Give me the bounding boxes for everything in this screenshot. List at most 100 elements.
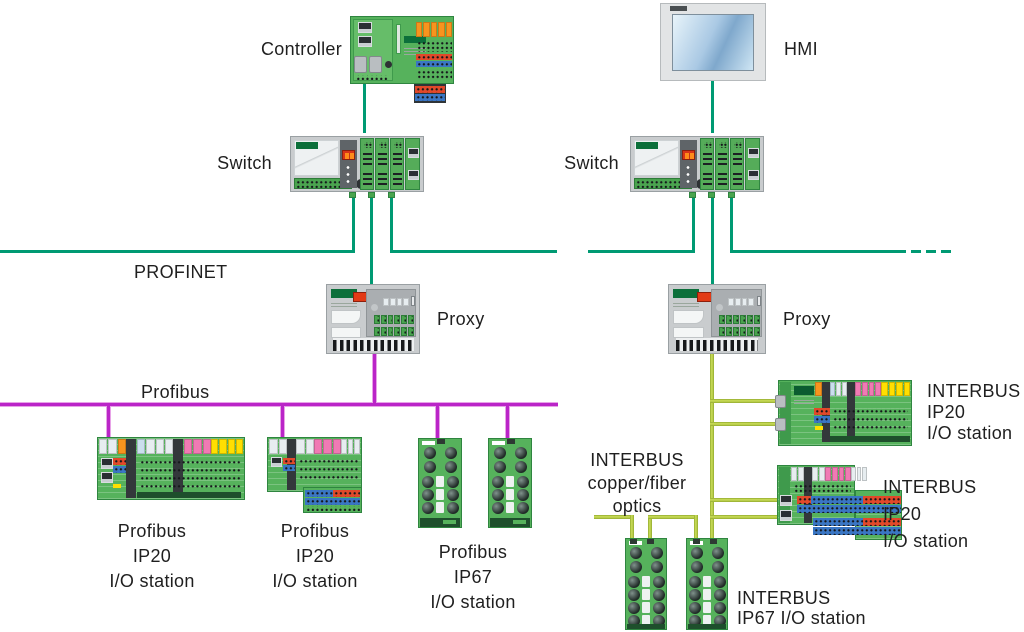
- reset-button: [757, 296, 761, 306]
- terminal-block: [747, 315, 753, 324]
- led-slot: [506, 489, 514, 500]
- label-strip: [422, 441, 435, 445]
- led-slot: [436, 489, 444, 500]
- port-bars: [703, 152, 712, 165]
- interbus-drop-ip67a-in: [630, 515, 634, 539]
- profibus-ip67-label: Profibus IP67 I/O station: [413, 540, 533, 615]
- terminal-dot-row: [298, 466, 358, 472]
- marker-tab: [855, 382, 861, 396]
- interbus-drop-ip67a-out: [648, 515, 652, 539]
- port-bars: [363, 152, 372, 165]
- switch-right-device: [630, 132, 764, 198]
- status-leds: [686, 164, 690, 185]
- label-line: IP20: [883, 504, 922, 524]
- dip-switch: [396, 298, 403, 306]
- dip-switch: [403, 298, 409, 306]
- marker-tab: [227, 439, 235, 454]
- marker-tab: [438, 22, 445, 37]
- terminal-block-row: [374, 315, 414, 324]
- m12-connector: [689, 602, 701, 614]
- port-stub: [708, 192, 715, 198]
- module-dots: [364, 142, 372, 148]
- terminal-dot-row: [832, 408, 908, 414]
- bottom-strip: [490, 518, 530, 527]
- interbus-branch-ip20b-in: [710, 498, 781, 502]
- profinet-bus-left-segment2: [391, 250, 557, 253]
- profibus-ip67-module-a: [418, 438, 462, 528]
- bus-port: [101, 472, 113, 483]
- interbus-ip20-station-b: [777, 465, 903, 541]
- terminal-block: [394, 327, 401, 336]
- db9-connector: [354, 56, 367, 73]
- interbus-ip67-module-a: [625, 538, 667, 630]
- marker-tab: [278, 439, 287, 454]
- m12-connector: [515, 461, 527, 473]
- marker-tab: [354, 439, 361, 454]
- dip-switch-row: [728, 298, 754, 306]
- m12-connector: [515, 447, 527, 459]
- profinet-bus-right-segment: [588, 250, 695, 253]
- terminal-dot-rows: [416, 69, 452, 79]
- dip-switch: [734, 298, 741, 306]
- profibus-drop-ip67b: [506, 406, 509, 439]
- switch-right-to-bus-line2: [730, 195, 733, 253]
- terminal-dot-row: [139, 459, 241, 465]
- terminal-dot-row: [355, 75, 389, 80]
- led-slot: [703, 602, 711, 613]
- marker-tab: [347, 439, 354, 454]
- bus-connector-in: [630, 539, 637, 544]
- m12-connector: [492, 502, 504, 514]
- terminal-block: [380, 315, 387, 324]
- marker-tab: [825, 467, 831, 481]
- display-column: [680, 140, 697, 188]
- switch-module: [390, 138, 404, 190]
- bottom-strip: [688, 624, 726, 629]
- m12-connector: [445, 461, 457, 473]
- terminal-block: [719, 327, 725, 336]
- terminal-block: [387, 327, 394, 336]
- marker-tabs: [791, 467, 804, 481]
- rj45-port: [408, 170, 419, 180]
- m12-connector: [422, 489, 434, 501]
- marker-tab: [842, 382, 847, 396]
- profibus-ip20-a-label: Profibus IP20 I/O station: [92, 519, 212, 594]
- terminal-block: [401, 315, 408, 324]
- switch-left-to-bus-line2: [390, 195, 393, 253]
- marker-tab: [830, 382, 835, 396]
- rj45-port: [748, 148, 759, 158]
- ce-mark: [371, 304, 378, 311]
- marker-tab: [332, 439, 341, 454]
- dip-switch: [741, 298, 748, 306]
- label-line: IP20: [295, 546, 335, 566]
- marker-tab: [184, 439, 193, 454]
- m12-connector: [653, 602, 665, 614]
- terminal-block: [374, 315, 380, 324]
- label-line: IP20: [927, 402, 966, 422]
- label-line: INTERBUS: [590, 450, 684, 470]
- blue-terminal-row: [813, 527, 901, 535]
- dip-switch: [728, 298, 734, 306]
- marker-tab: [856, 467, 862, 481]
- marker-tabs: [269, 439, 287, 454]
- marker-tab: [99, 439, 108, 454]
- port-stub: [368, 192, 375, 198]
- profibus-drop-ip67a: [436, 406, 439, 439]
- device-text-lines: [794, 398, 814, 404]
- divider-module: [287, 439, 296, 490]
- marker-tab: [815, 382, 822, 396]
- blue-terminal-row: [814, 416, 830, 423]
- port-stub: [349, 192, 356, 198]
- module-dots: [704, 142, 712, 148]
- terminal-dot-row: [139, 475, 241, 481]
- port-bars: [733, 172, 742, 185]
- rj45-port: [780, 510, 792, 521]
- orange-connector-row: [416, 22, 453, 37]
- interbus-ip67-module-b: [686, 538, 728, 630]
- port-bars: [378, 172, 387, 185]
- marker-tab: [445, 22, 453, 37]
- marker-tabs: [855, 382, 881, 396]
- proxy-right-device: [668, 284, 766, 354]
- marker-tab: [888, 382, 895, 396]
- marker-tab: [219, 439, 227, 454]
- hmi-label: HMI: [784, 39, 818, 59]
